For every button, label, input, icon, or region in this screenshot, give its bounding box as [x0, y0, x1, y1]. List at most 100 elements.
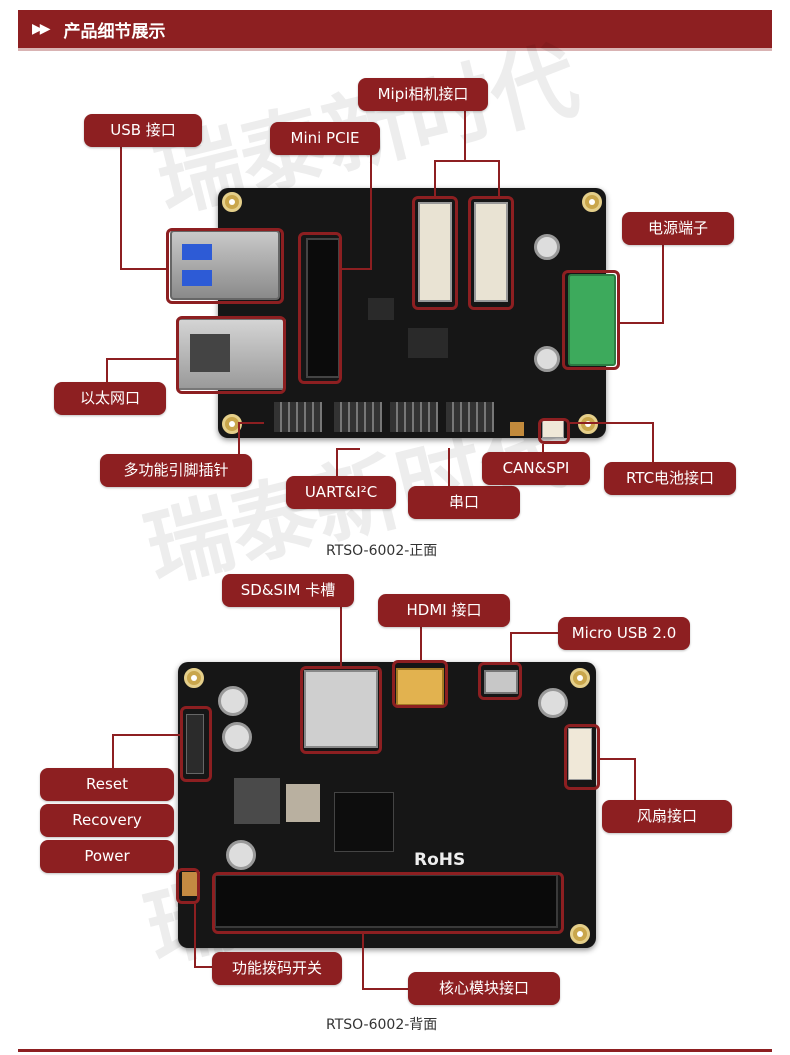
label-uart-i2c: UART&I²C [286, 476, 396, 509]
mini-pcie-slot [306, 238, 340, 378]
leader-line [194, 966, 212, 968]
usb-highlight [166, 228, 284, 304]
pin-header [274, 402, 322, 432]
leader-line [106, 358, 108, 384]
micro-usb-highlight [478, 662, 522, 700]
buttons-highlight [180, 706, 212, 782]
leader-line [464, 108, 466, 162]
label-sd-sim: SD&SIM 卡槽 [222, 574, 354, 607]
mount-hole [184, 668, 204, 688]
micro-usb-connector [484, 670, 518, 694]
leader-line [570, 422, 654, 424]
leader-line [618, 322, 664, 324]
label-dip-switch: 功能拨码开关 [212, 952, 342, 985]
mipi-highlight-1 [412, 196, 458, 310]
label-rtc: RTC电池接口 [604, 462, 736, 495]
pin-header [390, 402, 438, 432]
label-fan: 风扇接口 [602, 800, 732, 833]
standoff [534, 234, 560, 260]
mount-hole [570, 924, 590, 944]
mount-hole [578, 414, 598, 434]
ethernet-highlight [176, 316, 286, 394]
leader-line [106, 358, 178, 360]
leader-line [434, 160, 500, 162]
button-strip [186, 714, 204, 774]
dip-switch-highlight [176, 868, 200, 904]
label-mini-pcie: Mini PCIE [270, 122, 380, 155]
power-terminal-block [568, 274, 616, 366]
footer-divider [18, 1049, 772, 1052]
leader-line [340, 600, 342, 666]
sd-sim-highlight [300, 666, 382, 754]
mount-hole [222, 192, 242, 212]
section-header: ▶▶ 产品细节展示 [18, 10, 772, 48]
label-hdmi: HDMI 接口 [378, 594, 510, 627]
label-micro-usb: Micro USB 2.0 [558, 617, 690, 650]
standoff [218, 686, 248, 716]
core-module-connector [214, 874, 558, 928]
fan-connector [568, 728, 592, 780]
leader-line [238, 422, 264, 424]
leader-line [238, 422, 240, 456]
can-spi-header [510, 422, 524, 436]
label-power-terminal: 电源端子 [622, 212, 734, 245]
mount-hole [570, 668, 590, 688]
standoff [226, 840, 256, 870]
label-core-module: 核心模块接口 [408, 972, 560, 1005]
rtc-highlight [538, 418, 570, 444]
label-mipi: Mipi相机接口 [358, 78, 488, 111]
back-caption: RTSO-6002-背面 [326, 1017, 438, 1033]
sd-sim-slot [304, 670, 378, 748]
leader-line [652, 422, 654, 464]
section-title: 产品细节展示 [63, 21, 166, 42]
fan-highlight [564, 724, 600, 790]
power-terminal-highlight [562, 270, 620, 370]
leader-line [362, 934, 364, 990]
label-reset: Reset [40, 768, 174, 801]
hdmi-highlight [392, 660, 448, 708]
label-serial: 串口 [408, 486, 520, 519]
standoff [538, 688, 568, 718]
standoff [534, 346, 560, 372]
leader-line [112, 734, 180, 736]
leader-line [600, 758, 636, 760]
label-gpio: 多功能引脚插针 [100, 454, 252, 487]
mount-hole [222, 414, 242, 434]
front-caption: RTSO-6002-正面 [326, 543, 438, 559]
leader-line [120, 142, 122, 270]
bga-chip [334, 792, 394, 852]
mipi-highlight-2 [468, 196, 514, 310]
chip [408, 328, 448, 358]
leader-line [342, 268, 372, 270]
label-usb: USB 接口 [84, 114, 202, 147]
pin-header [334, 402, 382, 432]
usb-port-stack [170, 230, 280, 300]
leader-line [662, 242, 664, 324]
leader-line [194, 904, 196, 968]
standoff [222, 722, 252, 752]
leader-line [510, 632, 512, 662]
leader-line [420, 620, 422, 660]
leader-line [434, 160, 436, 196]
leader-line [362, 988, 408, 990]
label-power: Power [40, 840, 174, 873]
rohs-silkscreen: RoHS [414, 850, 466, 870]
leader-line [112, 734, 114, 768]
double-arrow-icon: ▶▶ [32, 21, 50, 37]
leader-line [370, 152, 372, 268]
mount-hole [582, 192, 602, 212]
leader-line [634, 758, 636, 800]
inductor [286, 784, 320, 822]
leader-line [498, 160, 500, 196]
leader-line [336, 448, 360, 450]
leader-line [120, 268, 168, 270]
dip-switch [182, 872, 200, 896]
chip [368, 298, 394, 320]
mini-pcie-highlight [298, 232, 342, 384]
back-board: RoHS [178, 662, 596, 948]
core-module-highlight [212, 872, 564, 934]
label-ethernet: 以太网口 [54, 382, 166, 415]
mipi-connector [474, 202, 508, 302]
mipi-connector [418, 202, 452, 302]
leader-line [542, 444, 544, 456]
